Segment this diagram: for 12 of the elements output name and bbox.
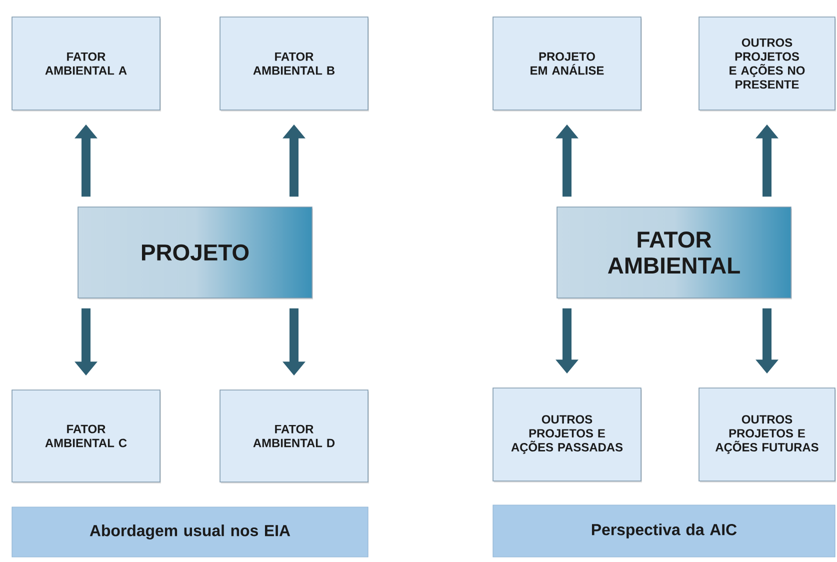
central-box: FATOR AMBIENTAL	[556, 206, 792, 300]
process-box: OUTROS PROJETOS E AÇÕES PASSADAS	[492, 388, 642, 482]
process-box: FATOR AMBIENTAL B	[220, 16, 369, 112]
process-box: FATOR AMBIENTAL C	[12, 390, 161, 484]
process-box: FATOR AMBIENTAL D	[220, 390, 369, 484]
central-box: PROJETO	[78, 206, 313, 300]
process-box: OUTROS PROJETOS E AÇÕES FUTURAS	[698, 388, 836, 482]
process-box: PROJETO EM ANÁLISE	[492, 16, 642, 112]
caption-band: Abordagem usual nos EIA	[12, 506, 368, 558]
caption-band: Perspectiva da AIC	[492, 504, 836, 558]
process-box: OUTROS PROJETOS E AÇÕES NO PRESENTE	[698, 16, 836, 112]
process-box: FATOR AMBIENTAL A	[12, 16, 161, 112]
